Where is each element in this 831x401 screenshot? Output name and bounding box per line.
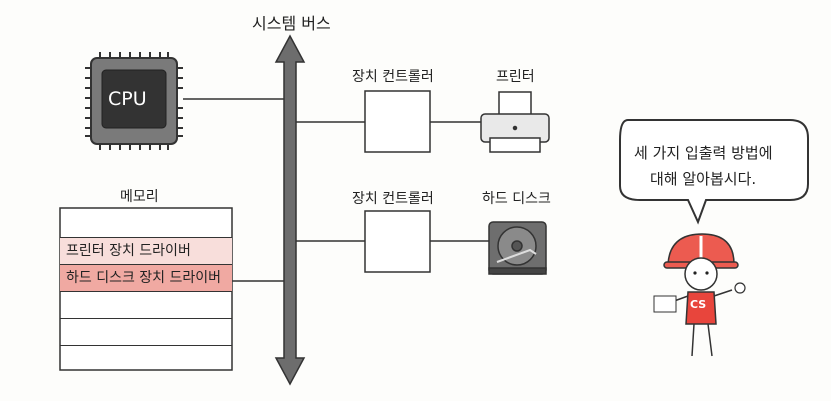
device-controller-top	[364, 90, 431, 153]
connection-lines	[183, 98, 490, 282]
system-bus-arrow	[274, 34, 306, 386]
controller-label-top: 장치 컨트롤러	[352, 69, 434, 85]
cpu-label: CPU	[108, 88, 147, 110]
memory-row-empty	[60, 345, 232, 372]
mascot-badge: CS	[690, 298, 707, 311]
speech-bubble	[619, 119, 809, 225]
cpu-chip-icon	[85, 52, 183, 150]
memory-row-hdd-driver: 하드 디스크 장치 드라이버	[60, 264, 232, 291]
printer-icon	[480, 91, 550, 153]
speech-line-2: 대해 알아봅시다.	[650, 170, 757, 188]
memory-row-printer-driver: 프린터 장치 드라이버	[60, 237, 232, 264]
hard-disk-icon	[488, 221, 547, 275]
memory-row-empty	[60, 318, 232, 345]
memory-row-empty	[60, 291, 232, 318]
printer-label: 프린터	[496, 69, 535, 85]
hdd-label: 하드 디스크	[482, 191, 551, 207]
controller-label-bottom: 장치 컨트롤러	[352, 191, 434, 207]
device-controller-bottom	[364, 210, 431, 273]
memory-title: 메모리	[120, 189, 159, 205]
mascot-figure	[653, 233, 746, 357]
speech-line-1: 세 가지 입출력 방법에	[634, 144, 773, 162]
system-bus-title: 시스템 버스	[252, 14, 331, 33]
